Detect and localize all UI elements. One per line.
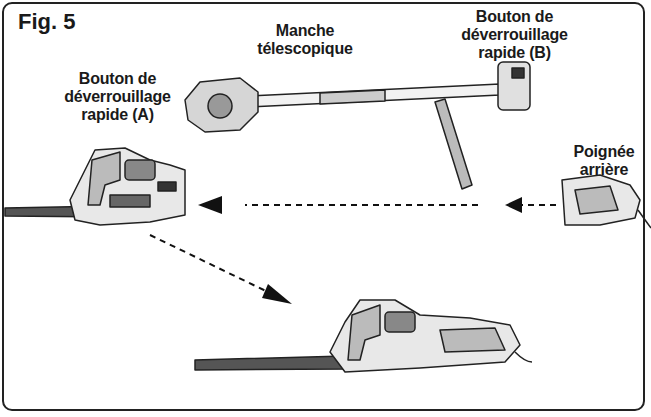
part-label: Manche télescopique xyxy=(240,22,370,58)
handle-grip xyxy=(575,186,618,214)
assembled-body xyxy=(330,300,520,372)
pole-head xyxy=(185,78,258,132)
power-cord xyxy=(638,210,651,228)
assembled-motor xyxy=(385,312,415,332)
assembled-cord xyxy=(515,352,532,362)
vent-slots xyxy=(110,195,150,207)
pole-sleeve xyxy=(320,90,385,104)
dashed-arrows xyxy=(150,196,556,304)
assembled-blade xyxy=(195,356,347,370)
telescopic-pole xyxy=(185,62,530,189)
pole-end xyxy=(498,62,530,110)
trimmer-body xyxy=(70,148,185,225)
handle-body xyxy=(562,175,640,225)
release-button-b xyxy=(512,68,524,78)
assembled-guard xyxy=(348,305,380,360)
rear-handle xyxy=(562,175,651,228)
assembled-grip xyxy=(440,328,505,352)
figure-title: Fig. 5 xyxy=(18,10,75,34)
pole-tube xyxy=(250,84,500,107)
motor-housing xyxy=(125,160,155,180)
pole-strap xyxy=(435,99,472,189)
part-label: Poignée arrière xyxy=(562,143,646,179)
pivot-joint xyxy=(208,94,232,118)
part-label: Bouton de déverrouillage rapide (A) xyxy=(55,70,180,124)
part-label: Bouton de déverrouillage rapide (B) xyxy=(452,8,577,62)
upper-hedge-trimmer xyxy=(5,148,185,225)
release-button-a xyxy=(158,182,176,191)
assembled-hedge-trimmer xyxy=(195,300,532,372)
